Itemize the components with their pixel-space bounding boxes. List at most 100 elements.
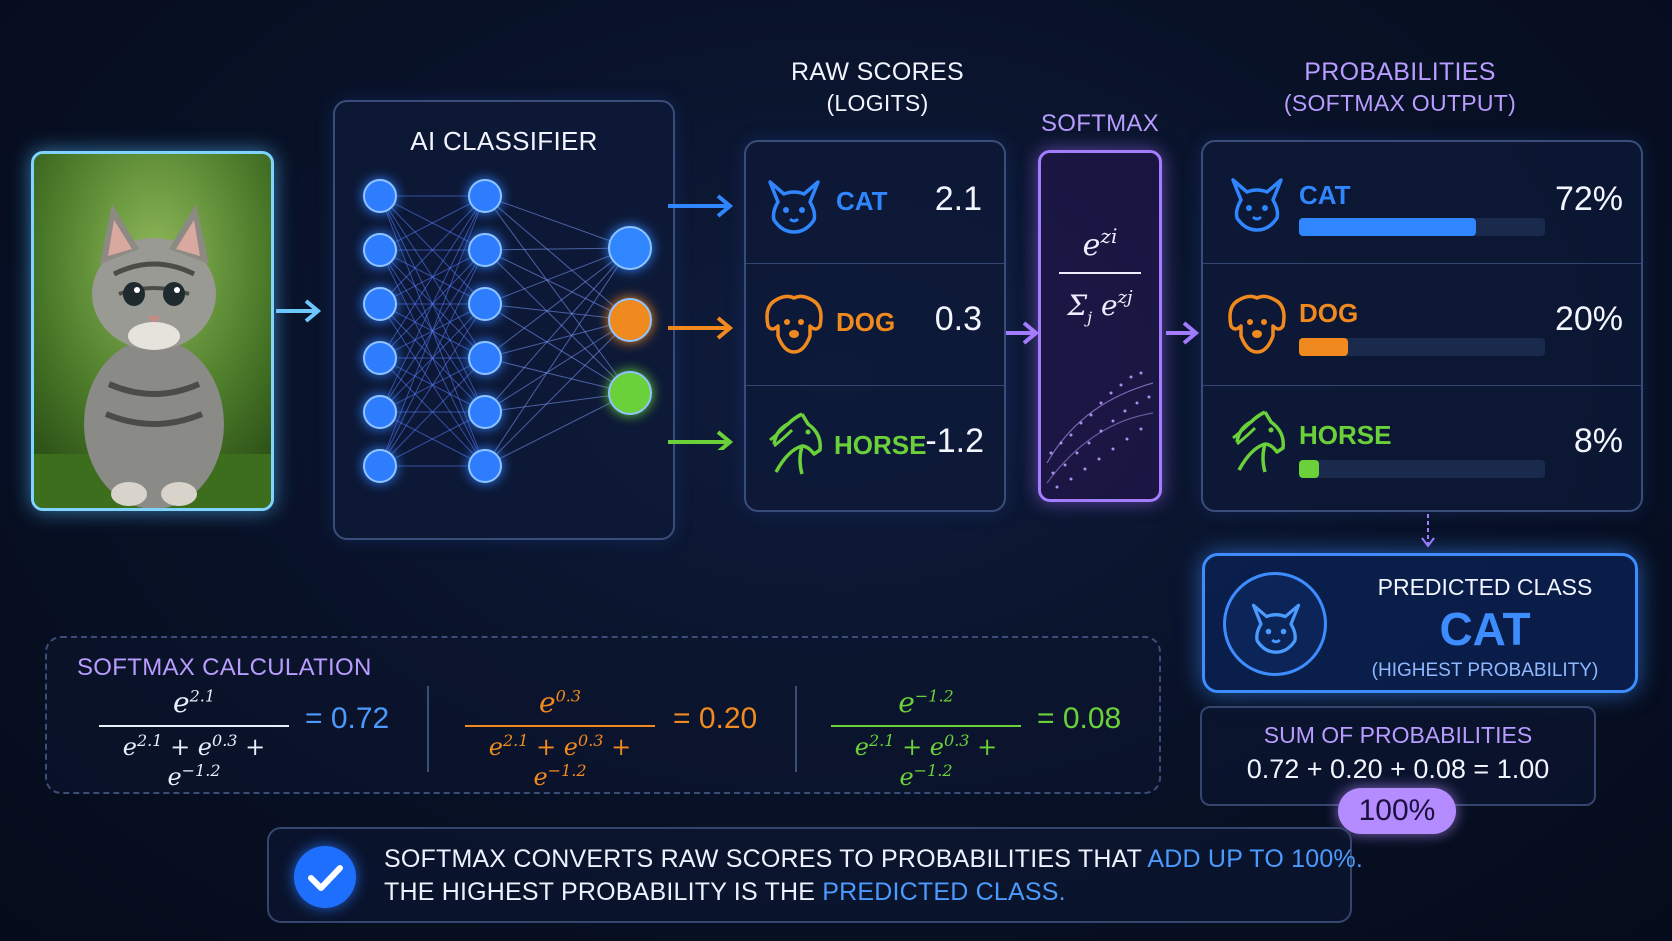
nn-connection <box>484 247 631 305</box>
prob-bar-fill-cat <box>1299 218 1477 236</box>
nn-output-node <box>608 226 652 270</box>
row-divider <box>746 385 1004 386</box>
nn-connection <box>484 303 631 394</box>
result-dog: = 0.20 <box>673 702 758 735</box>
predicted-class-panel: PREDICTED CLASS CAT (HIGHEST PROBABILITY… <box>1202 553 1638 693</box>
nn-connection <box>484 357 631 394</box>
nn-connection <box>379 249 486 467</box>
summary-line-1-highlight: ADD UP TO 100%. <box>1147 845 1364 873</box>
kitten-image <box>31 151 274 511</box>
predicted-icon-circle <box>1223 572 1327 676</box>
nn-input-node <box>363 287 397 321</box>
summary-line-1: SOFTMAX CONVERTS RAW SCORES TO PROBABILI… <box>384 845 1363 874</box>
nn-connection <box>484 392 631 413</box>
divider <box>427 686 429 772</box>
den-exp: 2.1 <box>868 731 895 750</box>
arrow-to-probabilities <box>1166 321 1200 345</box>
prob-label-cat: CAT <box>1299 180 1351 210</box>
nn-input-node <box>363 179 397 213</box>
fraction-cat: e2.1 e2.1 + e0.3 + e−1.2 <box>99 686 289 791</box>
nn-hidden-node <box>468 449 502 483</box>
nn-input-node <box>363 395 397 429</box>
raw-scores-title: RAW SCORES <box>791 58 964 86</box>
prob-bar-cat <box>1299 218 1545 236</box>
summary-line-2: THE HIGHEST PROBABILITY IS THE PREDICTED… <box>384 878 1066 907</box>
nn-hidden-node <box>468 179 502 213</box>
check-icon <box>294 846 356 908</box>
nn-connection <box>484 195 631 321</box>
prob-value-dog: 20% <box>1554 300 1623 338</box>
cat-icon <box>1231 178 1283 232</box>
exp-num-cat: 2.1 <box>189 686 216 706</box>
predicted-note: (HIGHEST PROBABILITY) <box>1371 660 1599 681</box>
cat-icon <box>768 180 820 234</box>
raw-score-label-horse: HORSE <box>834 430 927 460</box>
nn-connection <box>484 319 631 413</box>
prob-value-horse: 8% <box>1573 422 1623 460</box>
summary-panel <box>267 827 1352 923</box>
nn-output-node <box>608 298 652 342</box>
nn-connection <box>484 247 631 359</box>
summary-line-2-highlight: PREDICTED CLASS. <box>822 878 1066 906</box>
exp-num-horse: −1.2 <box>914 686 954 706</box>
probabilities-panel: CAT 72% DOG 20% HORSE 8% <box>1201 140 1643 512</box>
nn-connection <box>379 195 486 467</box>
prob-label-dog: DOG <box>1299 298 1359 328</box>
raw-score-value-dog: 0.3 <box>934 300 982 338</box>
prob-bar-horse <box>1299 460 1545 478</box>
svg-text:Σj ezj: Σj ezj <box>1066 287 1133 327</box>
nn-input-node <box>363 341 397 375</box>
sum-equation: 0.72 + 0.20 + 0.08 = 1.00 <box>1246 754 1550 784</box>
horse-icon <box>769 412 822 475</box>
den-exp: 2.1 <box>502 731 529 750</box>
nn-hidden-node <box>468 395 502 429</box>
nn-connection <box>484 392 631 467</box>
probabilities-subtitle: (SOFTMAX OUTPUT) <box>1283 90 1517 116</box>
prob-bar-dog <box>1299 338 1545 356</box>
divider <box>795 686 797 772</box>
sum-badge: 100% <box>1338 788 1456 834</box>
sum-title: SUM OF PROBABILITIES <box>1263 722 1533 748</box>
exp-num-dog: 0.3 <box>555 686 582 706</box>
nn-connection <box>484 249 631 394</box>
nn-connection <box>484 247 631 251</box>
raw-score-value-horse: -1.2 <box>925 422 984 460</box>
nn-connection <box>484 319 631 359</box>
softmax-formula: ezi Σj ezj <box>1046 224 1154 489</box>
den-exp: −1.2 <box>181 761 221 780</box>
prob-bar-fill-dog <box>1299 338 1349 356</box>
predicted-class: CAT <box>1439 603 1531 655</box>
arrows-to-scores <box>668 194 734 450</box>
probabilities-title: PROBABILITIES <box>1304 58 1496 86</box>
kitten-illustration <box>34 154 271 508</box>
dog-icon <box>1228 294 1286 354</box>
predicted-title: PREDICTED CLASS <box>1377 574 1593 600</box>
svg-text:ezi: ezi <box>1083 224 1118 263</box>
nn-hidden-node <box>468 287 502 321</box>
nn-connection <box>484 247 631 467</box>
row-divider <box>1203 385 1641 386</box>
fraction-horse: e−1.2 e2.1 + e0.3 + e−1.2 <box>831 686 1021 791</box>
nn-connection <box>379 411 486 467</box>
fraction-dog: e0.3 e2.1 + e0.3 + e−1.2 <box>465 686 655 791</box>
nn-connection <box>379 357 486 467</box>
summary-line-1-text: SOFTMAX CONVERTS RAW SCORES TO PROBABILI… <box>384 845 1148 873</box>
softmax-title: SOFTMAX <box>1040 110 1160 137</box>
prob-value-cat: 72% <box>1554 180 1623 218</box>
nn-connection <box>484 195 631 249</box>
den-exp: 0.3 <box>944 731 970 750</box>
nn-connection <box>484 303 631 321</box>
calculation-panel: SOFTMAX CALCULATION e2.1 e2.1 + e0.3 + e… <box>45 636 1161 794</box>
nn-connection <box>379 195 486 251</box>
raw-scores-subtitle: (LOGITS) <box>826 90 929 116</box>
nn-connection <box>379 195 486 413</box>
prob-bar-fill-horse <box>1299 460 1319 478</box>
den-exp: 0.3 <box>212 731 238 750</box>
nn-connection <box>379 303 486 467</box>
nn-input-node <box>363 233 397 267</box>
cat-icon <box>1251 603 1301 654</box>
den-exp: −1.2 <box>547 761 587 780</box>
raw-scores-panel: CAT 2.1 DOG 0.3 HORSE -1.2 <box>744 140 1006 512</box>
raw-score-label-cat: CAT <box>836 186 888 216</box>
arrow-to-predicted <box>1421 514 1435 548</box>
